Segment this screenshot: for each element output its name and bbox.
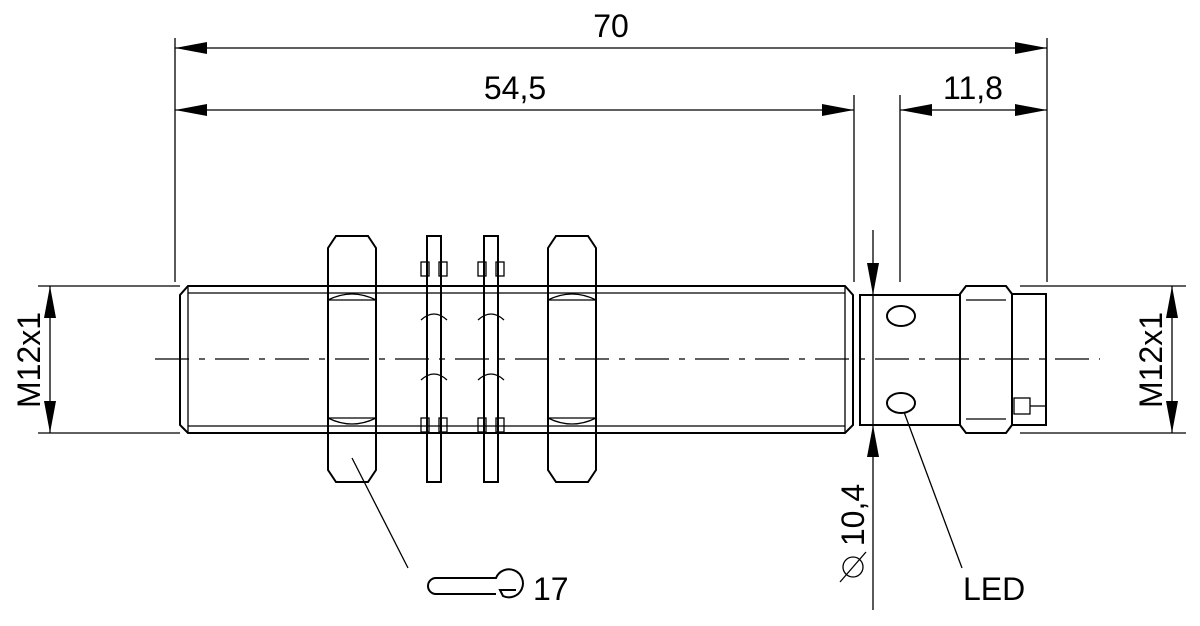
wrench-icon bbox=[427, 568, 524, 599]
sensor-body bbox=[155, 235, 1100, 483]
arrow-bottom bbox=[867, 425, 879, 457]
leader-line-led bbox=[903, 411, 963, 569]
sensor-head bbox=[859, 294, 961, 426]
arrow-right bbox=[1015, 104, 1047, 116]
hex-nut-left bbox=[327, 235, 377, 483]
arrow-left bbox=[900, 104, 932, 116]
diameter-label: 10,4 bbox=[835, 484, 871, 546]
lock-washer-left bbox=[420, 235, 448, 483]
arrow-right bbox=[1015, 42, 1047, 54]
arrow-left bbox=[175, 104, 207, 116]
dimension-head-length: 11,8 bbox=[899, 70, 1047, 282]
led-window-bottom bbox=[886, 392, 916, 414]
led-label: LED bbox=[963, 571, 1025, 607]
arrow-left bbox=[175, 42, 207, 54]
arrow-right bbox=[822, 104, 854, 116]
dimension-label-54-5: 54,5 bbox=[484, 70, 546, 106]
hex-nut-right bbox=[547, 235, 597, 483]
arrow-top bbox=[1166, 286, 1178, 318]
leader-line-wrench bbox=[351, 457, 409, 569]
arrow-bottom bbox=[44, 401, 56, 433]
lock-washer-right bbox=[477, 235, 505, 483]
thread-label-left: M12x1 bbox=[11, 312, 47, 408]
thread-label-right: M12x1 bbox=[1133, 312, 1169, 408]
led-window-top bbox=[886, 305, 916, 327]
arrow-bottom bbox=[1166, 401, 1178, 433]
dimension-thread-length: 54,5 bbox=[175, 70, 855, 282]
dimension-label-11-8: 11,8 bbox=[943, 70, 1003, 106]
dimension-label-70: 70 bbox=[593, 8, 629, 44]
dimension-head-diameter: 10,4 bbox=[835, 230, 879, 610]
dimension-thread-right: M12x1 bbox=[1020, 285, 1186, 434]
arrow-top bbox=[44, 286, 56, 318]
diameter-symbol-icon bbox=[839, 551, 867, 583]
dimension-overall-length: 70 bbox=[174, 8, 1048, 282]
arrow-top bbox=[867, 263, 879, 295]
connector-end bbox=[959, 285, 1047, 434]
dimension-thread-left: M12x1 bbox=[11, 285, 180, 434]
led-callout: LED bbox=[903, 411, 1025, 607]
wrench-size-label: 17 bbox=[533, 571, 569, 607]
wrench-callout: 17 bbox=[351, 457, 569, 607]
